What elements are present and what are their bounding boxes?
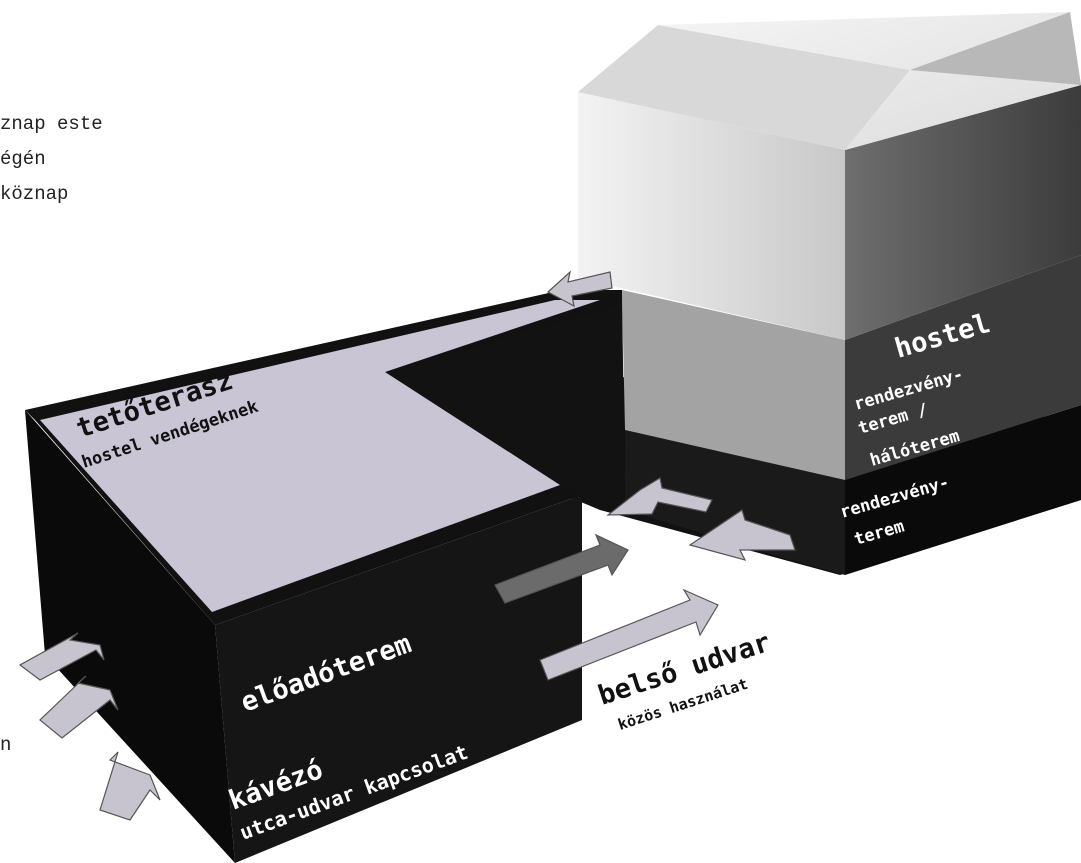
note-line-4: n [0,734,11,756]
note-line-1: znap este [0,113,103,135]
note-line-3: köznap [0,183,68,205]
note-line-2: égén [0,148,46,170]
